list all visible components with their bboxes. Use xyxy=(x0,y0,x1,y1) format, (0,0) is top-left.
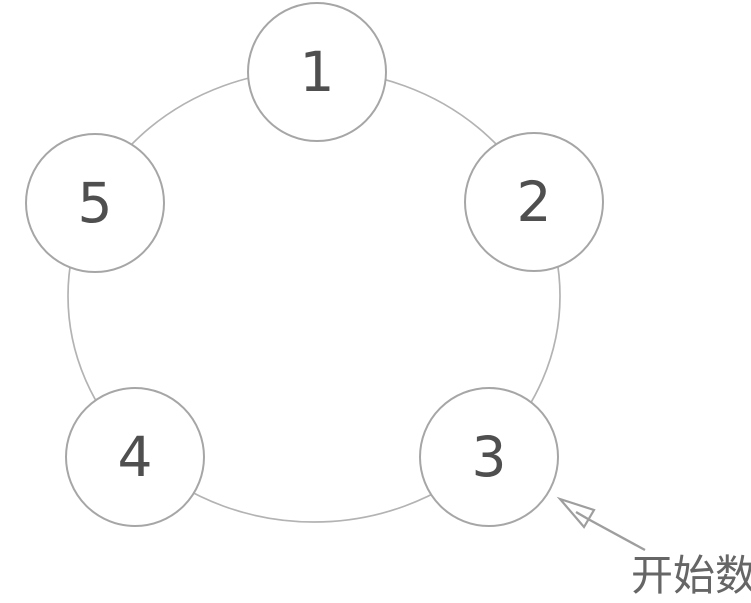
node-4-label: 4 xyxy=(118,425,153,489)
annotation-arrow-icon xyxy=(556,496,646,552)
annotation-label: 开始数 xyxy=(631,551,751,600)
node-5: 5 xyxy=(25,133,165,273)
node-4: 4 xyxy=(65,387,205,527)
node-3: 3 xyxy=(419,387,559,527)
node-3-circle xyxy=(419,387,559,527)
node-5-label: 5 xyxy=(78,171,113,235)
node-2-circle xyxy=(464,132,604,272)
node-2: 2 xyxy=(464,132,604,272)
node-1-label: 1 xyxy=(300,40,335,104)
arrow-shaft xyxy=(587,517,646,552)
node-4-circle xyxy=(65,387,205,527)
node-3-label: 3 xyxy=(472,425,507,489)
node-5-circle xyxy=(25,133,165,273)
arrow-head-inner-line xyxy=(575,510,589,521)
node-1: 1 xyxy=(247,2,387,142)
node-1-circle xyxy=(247,2,387,142)
node-2-label: 2 xyxy=(517,170,552,234)
